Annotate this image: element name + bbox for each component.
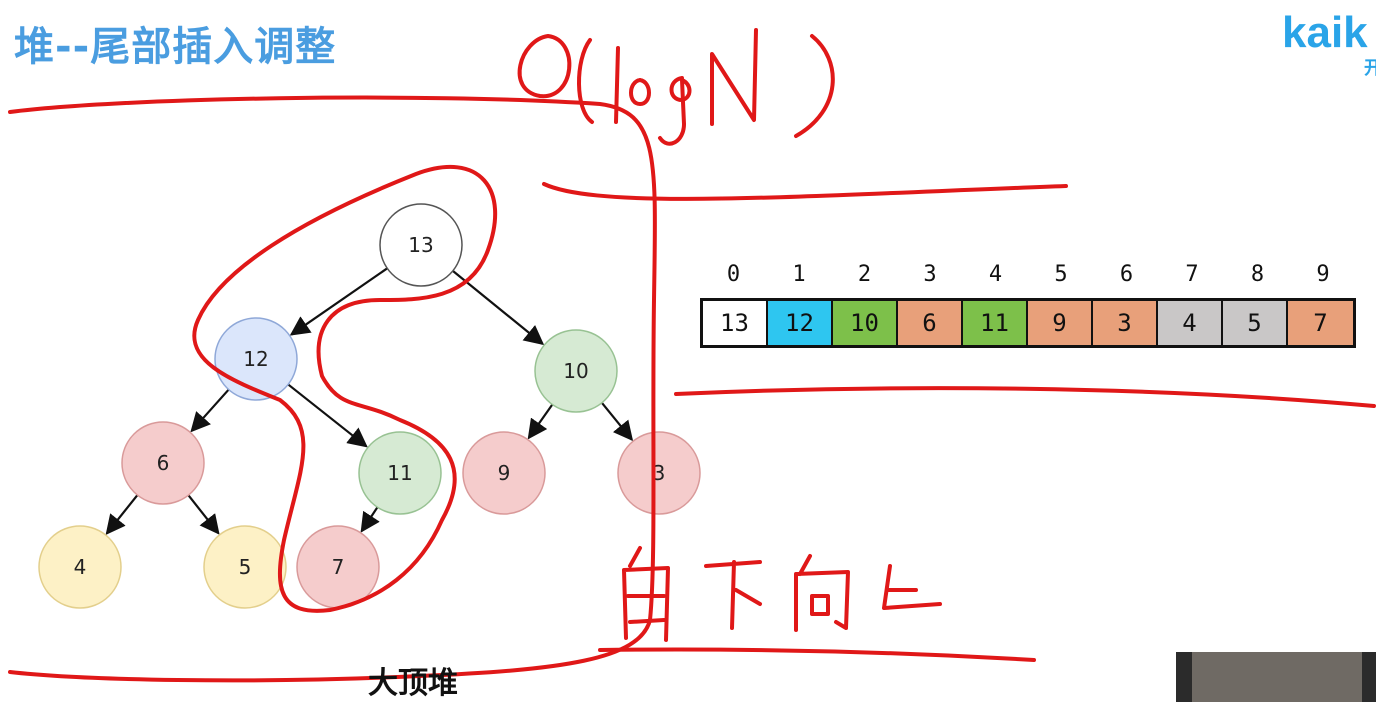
tree-node-5: 5 bbox=[203, 525, 287, 609]
tree-node-circle bbox=[121, 421, 205, 505]
array-index-label: 5 bbox=[1054, 262, 1068, 287]
tree-edge-13-12 bbox=[289, 267, 388, 336]
array-cell: 9 bbox=[1028, 301, 1093, 345]
array-cell: 12 bbox=[768, 301, 833, 345]
tree-edge-6-4 bbox=[105, 494, 139, 535]
array-index-label: 6 bbox=[1119, 262, 1134, 287]
tree-edge-12-11 bbox=[287, 383, 368, 448]
tree-node-label: 11 bbox=[387, 461, 412, 485]
array-index-label: 2 bbox=[857, 262, 872, 287]
array-cell: 3 bbox=[1093, 301, 1158, 345]
tree-edge-6-5 bbox=[187, 494, 220, 535]
tree-node-4: 4 bbox=[38, 525, 122, 609]
tree-edges bbox=[105, 267, 634, 535]
webcam-feed bbox=[1192, 652, 1362, 702]
tree-enclosure-loop bbox=[8, 95, 657, 683]
tree-edge-12-6 bbox=[190, 388, 230, 433]
array-index-label: 0 bbox=[726, 262, 741, 287]
array-index-label: 1 bbox=[792, 262, 806, 287]
tree-node-circle bbox=[358, 431, 442, 515]
array-index-label: 8 bbox=[1250, 262, 1265, 287]
tree-node-circle bbox=[462, 431, 546, 515]
array-index-label: 7 bbox=[1185, 262, 1199, 287]
array-cell: 6 bbox=[898, 301, 963, 345]
tree-node-circle bbox=[534, 329, 618, 413]
tree-node-circle bbox=[203, 525, 287, 609]
tree-node-label: 12 bbox=[243, 347, 268, 371]
tree-edge-11-7 bbox=[360, 506, 380, 533]
tree-node-circle bbox=[379, 203, 463, 287]
tree-node-circle bbox=[617, 431, 701, 515]
array-cell: 10 bbox=[833, 301, 898, 345]
array-index-label: 3 bbox=[923, 262, 937, 287]
webcam-overlay bbox=[1176, 652, 1376, 702]
tree-node-10: 10 bbox=[534, 329, 618, 413]
array-cell: 5 bbox=[1223, 301, 1288, 345]
array-cell: 13 bbox=[703, 301, 768, 345]
tree-edge-10-9 bbox=[527, 403, 554, 440]
array-cell: 7 bbox=[1288, 301, 1353, 345]
tree-node-label: 9 bbox=[498, 461, 511, 485]
tree-node-9: 9 bbox=[462, 431, 546, 515]
separator-middle bbox=[674, 386, 1376, 408]
tree-node-label: 10 bbox=[563, 359, 588, 383]
logo-subtext: 开 bbox=[1364, 58, 1376, 76]
tree-node-11: 11 bbox=[358, 431, 442, 515]
tree-node-label: 7 bbox=[332, 555, 345, 579]
tree-node-circle bbox=[38, 525, 122, 609]
slide-title: 堆--尾部插入调整 bbox=[14, 24, 337, 70]
tree-node-12: 12 bbox=[214, 317, 298, 401]
tree-node-label: 13 bbox=[408, 233, 433, 257]
tree-node-3: 3 bbox=[617, 431, 701, 515]
tree-node-label: 4 bbox=[74, 555, 87, 579]
separator-top bbox=[542, 182, 1068, 201]
tree-node-6: 6 bbox=[121, 421, 205, 505]
tree-nodes: 13 12 10 6 11 9 3 4 5 7 bbox=[38, 203, 701, 609]
heap-caption: 大顶堆 bbox=[368, 666, 458, 701]
array-index-label: 4 bbox=[988, 262, 1003, 287]
tree-edge-10-3 bbox=[601, 402, 634, 442]
logo-wordmark: kaik bbox=[1282, 8, 1368, 57]
tree-node-13: 13 bbox=[379, 203, 463, 287]
tree-node-label: 5 bbox=[239, 555, 252, 579]
direction-handwriting bbox=[622, 546, 942, 642]
tree-node-7: 7 bbox=[296, 525, 380, 609]
handwritten-annotations bbox=[8, 28, 1376, 683]
separator-bottom bbox=[598, 647, 1036, 662]
array-cell: 4 bbox=[1158, 301, 1223, 345]
complexity-handwriting bbox=[517, 28, 835, 146]
array-cell: 11 bbox=[963, 301, 1028, 345]
tree-node-label: 3 bbox=[653, 461, 666, 485]
insertion-path-loop bbox=[192, 164, 498, 613]
array-index-label: 9 bbox=[1316, 262, 1330, 287]
tree-node-label: 6 bbox=[157, 451, 170, 475]
tree-edge-13-10 bbox=[452, 270, 545, 346]
brand-logo: kaik 开 bbox=[1268, 6, 1376, 76]
